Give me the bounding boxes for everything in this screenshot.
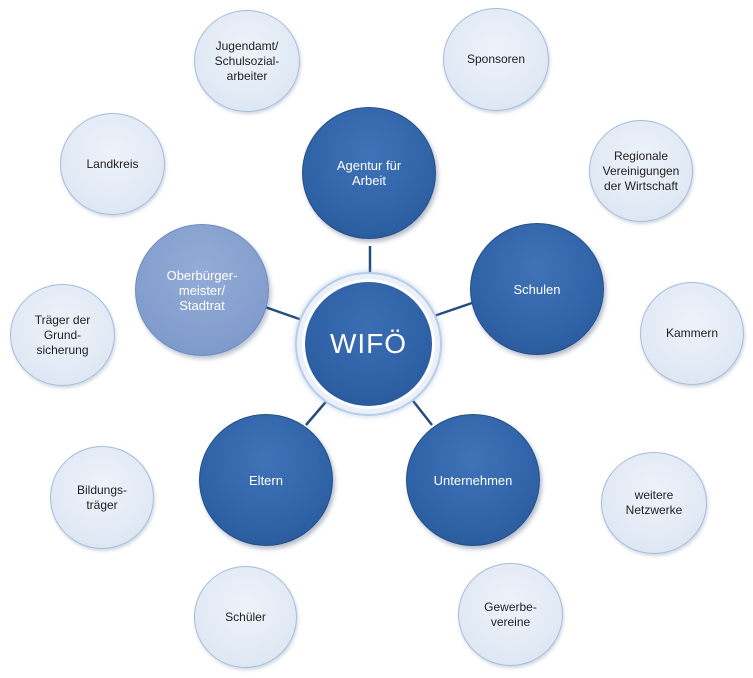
node-sponsoren-label: Sponsoren [466, 52, 526, 66]
node-traeger-grundsicherung-label: Träger der Grund- sicherung [34, 312, 91, 357]
node-eltern-label: Eltern [249, 472, 283, 488]
node-landkreis-label: Landkreis [86, 156, 139, 171]
node-bildungstraeger: Bildungs- träger [50, 446, 154, 549]
node-regionale-vereinigungen: Regionale Vereinigungen der Wirtschaft [589, 120, 693, 222]
node-agentur-fuer-arbeit-label: Agentur für Arbeit [336, 158, 402, 188]
node-schulen: Schulen [470, 223, 604, 355]
node-unternehmen-label: Unternehmen [433, 472, 513, 488]
node-kammern-label: Kammern [665, 326, 718, 340]
node-traeger-grundsicherung: Träger der Grund- sicherung [10, 284, 115, 386]
node-eltern: Eltern [199, 414, 333, 546]
node-unternehmen: Unternehmen [406, 414, 540, 546]
connector-unternehmen [409, 396, 433, 426]
node-kammern: Kammern [640, 282, 744, 385]
node-gewerbevereine-label: Gewerbe- vereine [484, 599, 537, 629]
node-weitere-netzwerke-label: weitere Netzwerke [625, 488, 683, 517]
node-weitere-netzwerke: weitere Netzwerke [601, 452, 707, 554]
node-oberbuergermeister-label: Oberbürger- meister/ Stadtrat [166, 267, 238, 313]
node-landkreis: Landkreis [60, 113, 165, 215]
node-schulen-label: Schulen [513, 281, 561, 297]
center-node-label: WIFÖ [329, 328, 408, 359]
node-schueler-label: Schüler [225, 609, 266, 624]
connector-schulen [433, 301, 473, 318]
node-schueler: Schüler [194, 566, 297, 668]
connector-oberbuergermeister [264, 305, 306, 323]
node-sponsoren: Sponsoren [443, 8, 549, 111]
node-bildungstraeger-label: Bildungs- träger [76, 482, 128, 512]
node-jugendamt: Jugendamt/ Schulsozial- arbeiter [194, 10, 300, 112]
node-jugendamt-label: Jugendamt/ Schulsozial- arbeiter [214, 38, 280, 83]
node-regionale-vereinigungen-label: Regionale Vereinigungen der Wirtschaft [602, 148, 680, 193]
node-gewerbevereine: Gewerbe- vereine [458, 563, 563, 666]
node-agentur-fuer-arbeit: Agentur für Arbeit [302, 107, 436, 239]
node-oberbuergermeister: Oberbürger- meister/ Stadtrat [135, 224, 269, 356]
center-node-wifoe: WIFÖ [302, 279, 435, 409]
